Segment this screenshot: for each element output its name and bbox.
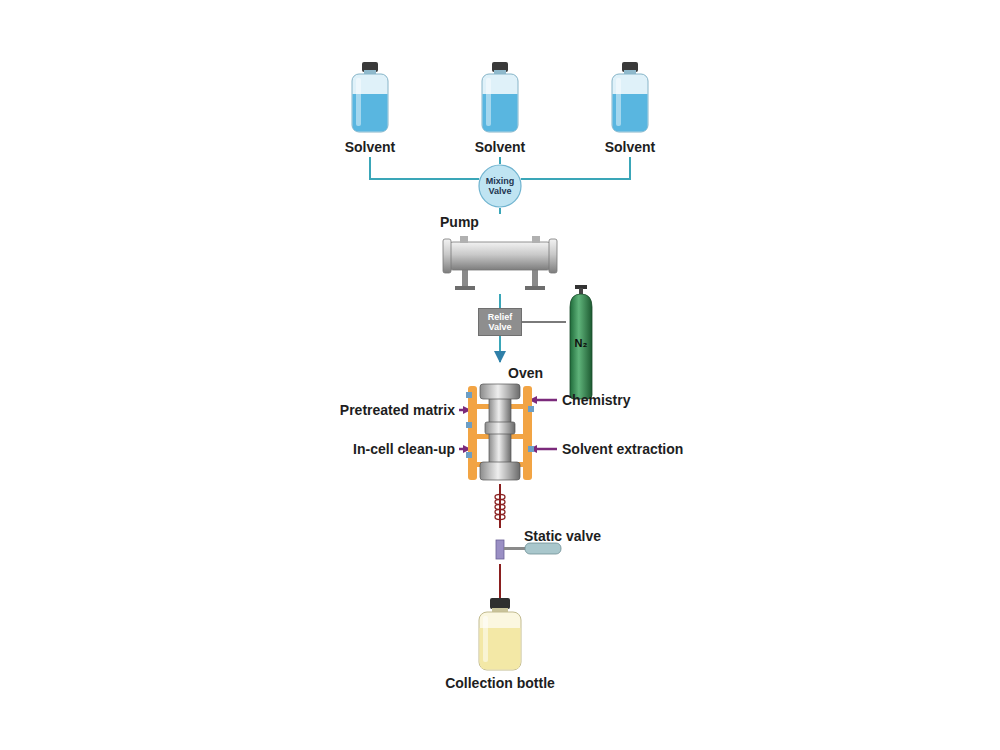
node-label: Solvent (475, 139, 526, 155)
node-label: Static valve (524, 528, 624, 544)
flow-line (522, 321, 566, 323)
gas-node: N₂ (566, 285, 596, 400)
flow-line (370, 157, 479, 179)
circle-node: Mixing Valve (478, 164, 522, 208)
node-label: Solvent (605, 139, 656, 155)
static-node: Static valve (494, 528, 624, 564)
part-label: Pretreated matrix (340, 402, 455, 418)
flow-line (499, 484, 501, 528)
node-label: Collection bottle (445, 675, 555, 691)
node-label: N₂ (575, 335, 588, 351)
oven-node: Oven (465, 362, 535, 484)
flow-line (499, 157, 501, 164)
leader-arrow (530, 399, 557, 402)
node-label: Pump (440, 214, 560, 230)
leader-arrow (530, 448, 557, 451)
bottle-node: Solvent (325, 60, 415, 157)
flow-line (499, 208, 501, 214)
node-label: Relief Valve (482, 312, 518, 332)
part-label: In-cell clean-up (353, 441, 455, 457)
collect-node: Collection bottle (430, 598, 570, 694)
collection-bottle (430, 598, 570, 672)
relief-node: Relief Valve (478, 308, 522, 336)
flow-line (521, 157, 630, 179)
part-label: Chemistry (562, 392, 630, 408)
node-label: Oven (508, 365, 535, 381)
flow-line (499, 564, 501, 598)
part-label: Solvent extraction (562, 441, 683, 457)
flow-line (499, 336, 501, 362)
solvent-bottle (455, 60, 545, 135)
node-label: Solvent (345, 139, 396, 155)
solvent-bottle (325, 60, 415, 135)
bottle-node: Solvent (455, 60, 545, 157)
bottle-node: Solvent (585, 60, 675, 157)
flow-line (499, 294, 501, 308)
solvent-bottle (585, 60, 675, 135)
pump-node: Pump (440, 214, 560, 294)
node-label: Mixing Valve (483, 176, 517, 196)
